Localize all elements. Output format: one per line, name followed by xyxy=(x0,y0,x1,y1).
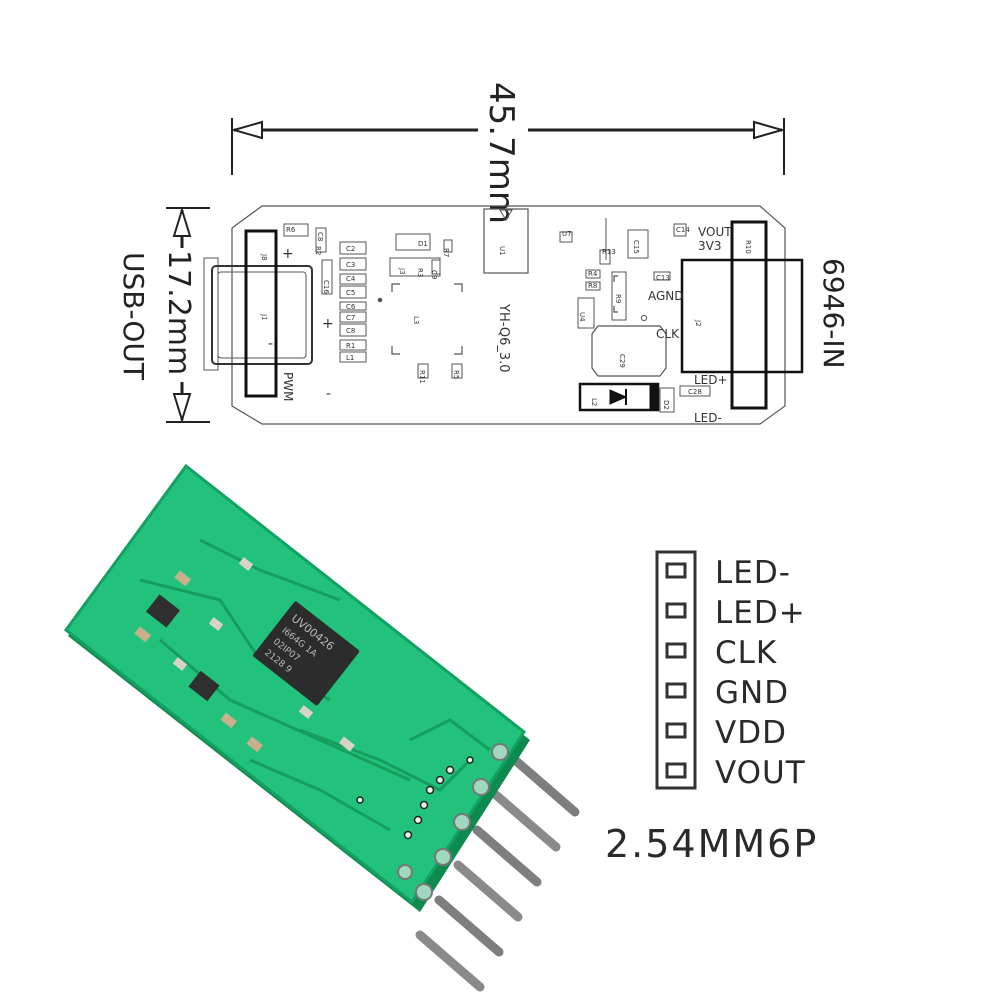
pin-label-1: LED- xyxy=(715,555,791,591)
ref-c13-20: C13 xyxy=(656,274,670,282)
ref-l2-28: L2 xyxy=(590,398,598,406)
ref-c2-5: C2 xyxy=(346,245,355,253)
input-6946-label: 6946-IN xyxy=(817,258,850,369)
ref-r4-23: R4 xyxy=(588,270,598,278)
width-label: 45.7mm xyxy=(481,82,521,224)
led-plus-silk: LED+ xyxy=(694,373,728,387)
ref-r8-24: R8 xyxy=(588,282,597,290)
ref-c3-6: C3 xyxy=(346,261,355,269)
plus-silk-1: + xyxy=(282,246,294,262)
ref-c7-10: C7 xyxy=(346,314,355,322)
pcb-photo: UV00426 I664G 1A 02IP07 2128 9 xyxy=(63,463,580,992)
ref-r13-18: R13 xyxy=(602,248,616,256)
ref-c29-27: C29 xyxy=(618,354,626,368)
pin-pad-5 xyxy=(665,722,687,739)
ref-c16-37: C16 xyxy=(322,280,330,294)
pin-label-5: VDD xyxy=(715,715,787,751)
ref-j8-0: J8 xyxy=(260,253,268,261)
pin-label-6: VOUT xyxy=(715,755,806,791)
main-chip: UV00426 I664G 1A 02IP07 2128 9 xyxy=(253,601,360,706)
ref-l1-13: L1 xyxy=(346,354,354,362)
ref-j1-1: J1 xyxy=(260,313,268,321)
pin-squares xyxy=(665,562,687,779)
ref-c8-11: C8 xyxy=(346,327,355,335)
plus-silk-2: + xyxy=(322,316,334,332)
vout-silk: VOUT xyxy=(698,225,732,239)
ref-d1-4: D1 xyxy=(418,240,428,248)
pin-label-3: CLK xyxy=(715,635,778,671)
v3v3-silk: 3V3 xyxy=(698,239,721,253)
ref-c8-3: C8 xyxy=(316,232,324,241)
pwm-silk: PWM xyxy=(281,372,295,401)
arrowhead-left-icon xyxy=(230,120,263,140)
ref-r5-22: R5 xyxy=(452,370,460,379)
ref-r2-35: R2 xyxy=(314,246,322,255)
ref-c15-17: C15 xyxy=(632,240,640,254)
ref-c6-9: C6 xyxy=(346,303,356,311)
smd-components xyxy=(134,557,355,753)
pin-label-4: GND xyxy=(715,675,790,711)
ref-u1-15: U1 xyxy=(498,246,506,256)
ref-d2-29: D2 xyxy=(662,400,670,410)
pin-pad-6 xyxy=(665,762,687,779)
pcb-outline-drawing xyxy=(203,205,804,425)
ref-c9-36: C9 xyxy=(430,270,438,279)
height-label: 17.2mm xyxy=(161,250,196,375)
pin-pad-3 xyxy=(665,642,687,659)
ref-r9-25: R9 xyxy=(614,294,622,303)
arrowhead-up-icon xyxy=(172,206,192,237)
ref-u7-16: U7 xyxy=(562,230,572,238)
ref-r1-12: R1 xyxy=(346,342,355,350)
reference-designators: J8J1R6C8D1C2C3C4C5C6C7C8R1L1L3U1U7C15R13… xyxy=(260,226,752,410)
led-minus-silk: LED- xyxy=(694,411,722,425)
ref-j3-33: J3 xyxy=(398,267,406,275)
ref-j2-32: J2 xyxy=(694,319,702,327)
pin-pad-4 xyxy=(665,682,687,699)
header-pads xyxy=(397,743,509,901)
pin-pad-2 xyxy=(665,602,687,619)
pin-header-outline xyxy=(655,550,697,790)
usb-out-label: USB-OUT xyxy=(117,252,150,381)
ref-c14-19: C14 xyxy=(676,226,690,234)
height-dimension: 17.2mm xyxy=(161,206,210,424)
pcb-traces xyxy=(139,538,491,832)
clk-silk: CLK xyxy=(656,327,680,341)
ref-r3-34: R3 xyxy=(416,268,424,277)
arrowhead-right-icon xyxy=(753,120,786,140)
model-silk: YH-Q6_3.0 xyxy=(496,303,511,373)
minus-silk-1: - xyxy=(326,386,331,402)
ref-c5-8: C5 xyxy=(346,289,355,297)
vias xyxy=(356,756,474,840)
minus-silk-2: - xyxy=(268,336,273,352)
header-pins xyxy=(415,755,580,992)
ref-l3-14: L3 xyxy=(412,316,420,324)
ref-r7-38: R7 xyxy=(442,248,450,257)
pin-label-2: LED+ xyxy=(715,595,806,631)
ref-c28-30: C28 xyxy=(688,388,702,396)
ref-r6-2: R6 xyxy=(286,226,296,234)
ref-r11-21: R11 xyxy=(418,370,426,384)
ref-c4-7: C4 xyxy=(346,275,356,283)
silk-text: YH-Q6_3.0 PWM VOUT 3V3 AGND CLK LED+ LED… xyxy=(268,225,732,425)
pin-pad-1 xyxy=(665,562,687,579)
ref-u4-26: U4 xyxy=(578,312,586,322)
ref-r10-31: R10 xyxy=(744,240,752,254)
arrowhead-down-icon xyxy=(172,393,192,424)
agnd-silk: AGND xyxy=(648,289,684,303)
connector-label: 2.54MM6P xyxy=(605,822,819,866)
width-dimension: 45.7mm xyxy=(230,82,786,224)
